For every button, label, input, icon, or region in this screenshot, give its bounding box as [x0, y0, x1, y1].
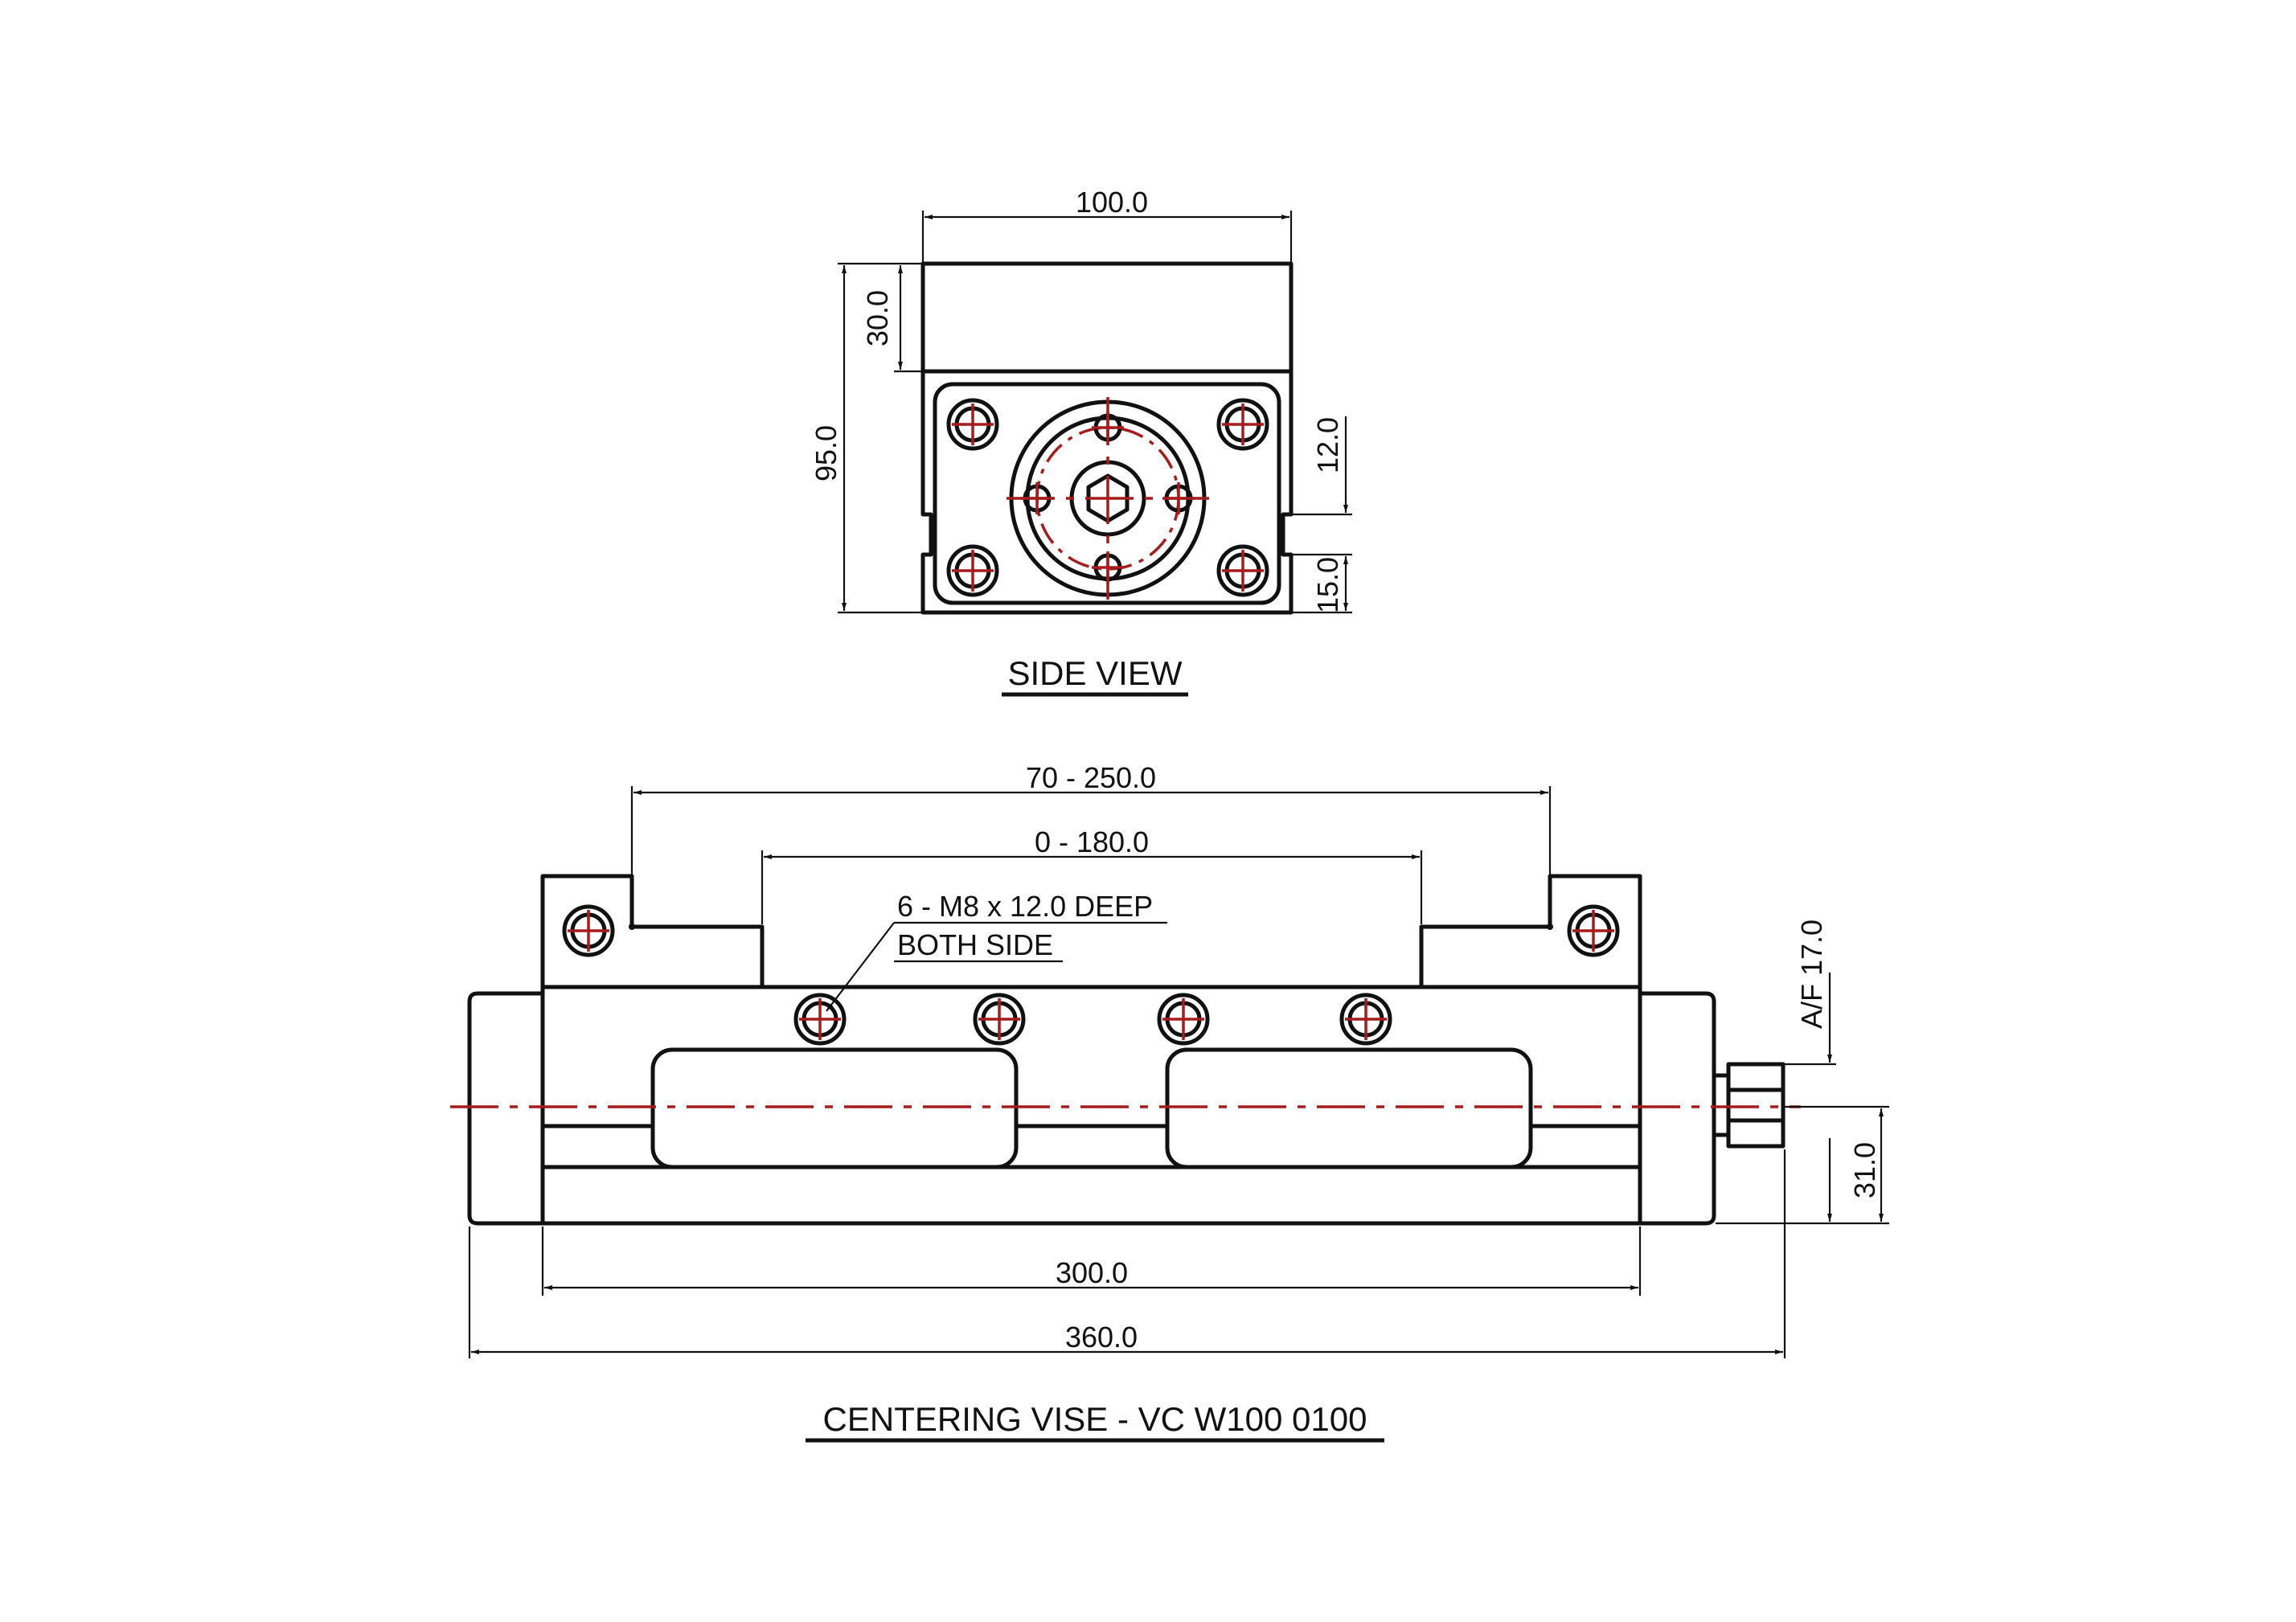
left-end-cap [467, 991, 543, 1226]
dim-side-center-height-label: 12.0 [1311, 417, 1344, 473]
m8-holes [796, 995, 1390, 1043]
right-jaw [1419, 874, 1642, 987]
dim-total-length: 360.0 [468, 1149, 1786, 1358]
dim-jaw-range-inner-label: 0 - 180.0 [1035, 825, 1149, 858]
dim-side-width-label: 100.0 [1076, 186, 1148, 219]
dim-hex-af-label: A/F 17.0 [1795, 920, 1828, 1029]
hole-note-line1: 6 - M8 x 12.0 DEEP [897, 890, 1153, 923]
dim-side-top-height-label: 30.0 [861, 290, 894, 346]
dim-jaw-range-outer: 70 - 250.0 [630, 761, 1552, 924]
dim-shaft-height-label: 31.0 [1848, 1142, 1881, 1198]
dim-shaft-height: 31.0 [1716, 1105, 1889, 1225]
side-view-top-block [920, 261, 1294, 374]
right-end-cap [1640, 991, 1716, 1226]
side-view-flange [1007, 397, 1209, 600]
hole-note: 6 - M8 x 12.0 DEEP BOTH SIDE [826, 890, 1167, 1012]
side-view-body [920, 369, 1294, 615]
dim-side-top-height: 30.0 [838, 262, 921, 373]
dim-total-length-label: 360.0 [1065, 1321, 1138, 1354]
side-view-title: SIDE VIEW [1007, 654, 1182, 692]
left-jaw [540, 874, 765, 987]
dim-jaw-range-inner: 0 - 180.0 [761, 825, 1423, 924]
dim-base-length: 300.0 [541, 1227, 1642, 1296]
dim-side-center-height: 12.0 [1293, 416, 1352, 516]
dim-jaw-range-outer-label: 70 - 250.0 [1026, 761, 1156, 794]
vise-body [540, 985, 1642, 1226]
dim-side-total-height: 95.0 [810, 265, 921, 614]
dim-side-width: 100.0 [921, 186, 1293, 262]
dim-side-bottom-height-label: 15.0 [1311, 557, 1344, 613]
hole-note-line2: BOTH SIDE [897, 928, 1053, 961]
dim-side-total-height-label: 95.0 [810, 425, 843, 481]
main-view-title: CENTERING VISE - VC W100 0100 [823, 1400, 1367, 1438]
dim-side-bottom-height: 15.0 [1293, 553, 1352, 614]
dim-hex-af: A/F 17.0 [1785, 920, 1836, 1066]
side-view: 100.0 30.0 95.0 12.0 15.0 SIDE VIEW [810, 186, 1352, 697]
main-view: 6 - M8 x 12.0 DEEP BOTH SIDE 70 - 250.0 … [450, 761, 1889, 1443]
hex-drive-shaft [1714, 1062, 1786, 1149]
dim-base-length-label: 300.0 [1056, 1256, 1128, 1289]
